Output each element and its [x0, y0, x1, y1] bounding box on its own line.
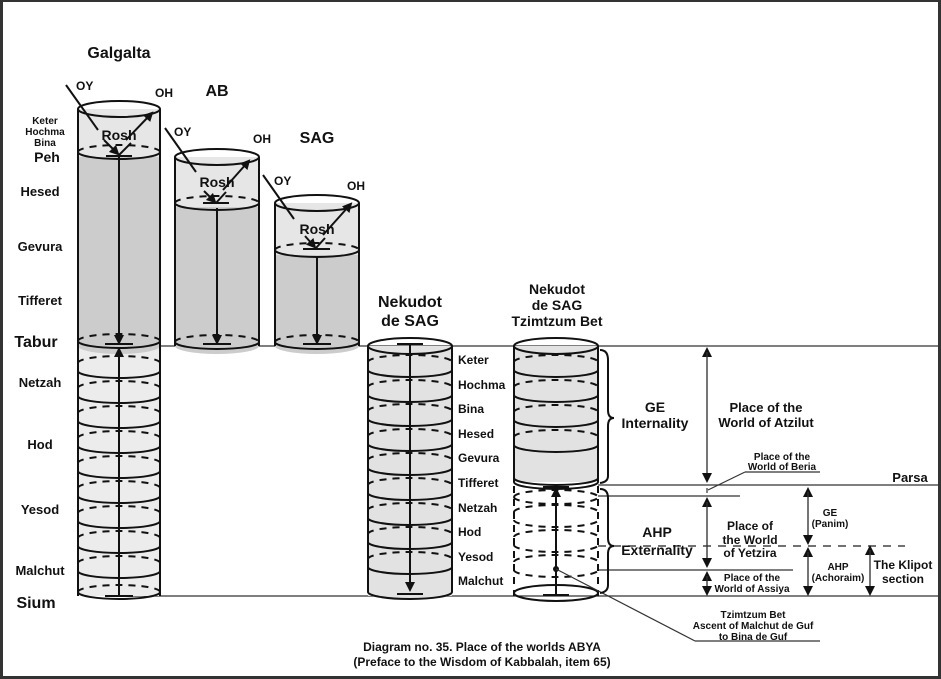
yetzira-2: the World	[722, 533, 777, 547]
ring-back	[513, 379, 599, 388]
nekudot-sefirot-labels: KeterHochmaBinaHesedGevuraTifferetNetzah…	[458, 353, 506, 588]
nekudot-sefira-malchut: Malchut	[458, 574, 503, 588]
ge-internality-1: GE	[645, 399, 665, 415]
label-keter: Keter	[32, 116, 58, 127]
label-peh: Peh	[34, 149, 60, 165]
ring-back	[513, 404, 599, 413]
ahp-externality-1: AHP	[642, 524, 672, 540]
nekudot-column	[367, 337, 453, 600]
sag-oh: OH	[347, 179, 365, 193]
dimension-arrows	[702, 347, 875, 596]
nekudot-sefira-bina: Bina	[458, 402, 484, 416]
label-malchut: Malchut	[15, 563, 65, 578]
ring-front	[513, 444, 599, 453]
caption-line-2: (Preface to the Wisdom of Kabbalah, item…	[353, 655, 610, 669]
column-titles: Galgalta AB SAG Nekudot de SAG Nekudot d…	[87, 45, 602, 330]
ab-oh: OH	[253, 132, 271, 146]
tzimtzum-bet-note-1: Tzimtzum Bet	[721, 610, 787, 621]
tzimtzum-bet-column	[513, 337, 820, 642]
ab-title: AB	[205, 83, 228, 100]
galgalta-oy: OY	[76, 79, 93, 93]
ab-column	[164, 127, 260, 354]
ring-front	[513, 369, 599, 378]
label-yesod: Yesod	[21, 502, 59, 517]
sag-title: SAG	[300, 130, 335, 147]
ring-back	[513, 429, 599, 438]
nekudot-sefira-yesod: Yesod	[458, 550, 493, 564]
ring-back	[513, 354, 599, 363]
nekudot-sefira-hod: Hod	[458, 525, 481, 539]
sag-oy: OY	[274, 174, 291, 188]
ge-brace	[599, 349, 615, 484]
ahp-achoraim-1: AHP	[827, 562, 848, 573]
label-netzah: Netzah	[19, 375, 62, 390]
tzimtzum-title-2: de SAG	[532, 297, 583, 313]
nekudot-sefira-netzah: Netzah	[458, 501, 497, 515]
ge-internality-2: Internality	[622, 415, 689, 431]
ahp-externality-2: Externality	[621, 542, 693, 558]
atzilut-2: World of Atzilut	[718, 415, 814, 430]
ab-oy: OY	[174, 125, 191, 139]
tzimtzum-title-1: Nekudot	[529, 281, 585, 297]
parsa-label: Parsa	[892, 470, 928, 485]
braces	[599, 349, 615, 594]
galgalta-rosh: Rosh	[102, 127, 137, 143]
yetzira-1: Place of	[727, 519, 774, 533]
right-annotations: GE Internality Place of the World of Atz…	[621, 399, 932, 643]
ring-front	[513, 394, 599, 403]
label-bina: Bina	[34, 138, 56, 149]
ge-panim-2: (Panim)	[812, 519, 849, 530]
atzilut-1: Place of the	[730, 400, 803, 415]
galgalta-column	[65, 84, 161, 600]
nekudot-title-2: de SAG	[381, 313, 439, 330]
assiya-1: Place of the	[724, 573, 781, 584]
beria-2: World of Beria	[748, 462, 817, 473]
beria-1: Place of the	[754, 452, 811, 463]
label-tabur: Tabur	[14, 334, 57, 351]
ahp-brace	[599, 488, 615, 594]
nekudot-sefira-gevura: Gevura	[458, 451, 500, 465]
nekudot-sefira-tifferet: Tifferet	[458, 476, 498, 490]
left-sefirot-labels: Keter Hochma Bina Peh Hesed Gevura Tiffe…	[14, 116, 65, 612]
label-sium: Sium	[16, 595, 55, 612]
label-hod: Hod	[27, 437, 52, 452]
label-hesed: Hesed	[20, 184, 59, 199]
tzimtzum-bet-note-3: to Bina de Guf	[719, 632, 788, 643]
label-hochma: Hochma	[25, 127, 65, 138]
ge-panim-1: GE	[823, 508, 838, 519]
label-gevura: Gevura	[18, 239, 64, 254]
sag-column	[262, 174, 360, 354]
assiya-2: World of Assiya	[714, 584, 789, 595]
label-tifferet: Tifferet	[18, 293, 62, 308]
ahp-achoraim-2: (Achoraim)	[812, 573, 865, 584]
tzimtzum-title-3: Tzimtzum Bet	[512, 313, 603, 329]
nekudot-sefira-hesed: Hesed	[458, 427, 494, 441]
yetzira-3: of Yetzira	[723, 546, 776, 560]
sag-rosh: Rosh	[300, 221, 335, 237]
galgalta-oh: OH	[155, 86, 173, 100]
caption-line-1: Diagram no. 35. Place of the worlds ABYA	[363, 640, 601, 654]
rosh-labels: OY OH Rosh OY OH Rosh OY OH Rosh	[76, 79, 365, 237]
caption: Diagram no. 35. Place of the worlds ABYA…	[353, 640, 610, 669]
klipot-2: section	[882, 572, 924, 586]
klipot-1: The Klipot	[874, 558, 933, 572]
tzimtzum-bet-note-2: Ascent of Malchut de Guf	[693, 621, 814, 632]
ab-rosh: Rosh	[200, 174, 235, 190]
nekudot-sefira-keter: Keter	[458, 353, 489, 367]
ring-front	[513, 419, 599, 428]
galgalta-title: Galgalta	[87, 45, 150, 62]
nekudot-sefira-hochma: Hochma	[458, 378, 506, 392]
nekudot-title-1: Nekudot	[378, 294, 443, 311]
